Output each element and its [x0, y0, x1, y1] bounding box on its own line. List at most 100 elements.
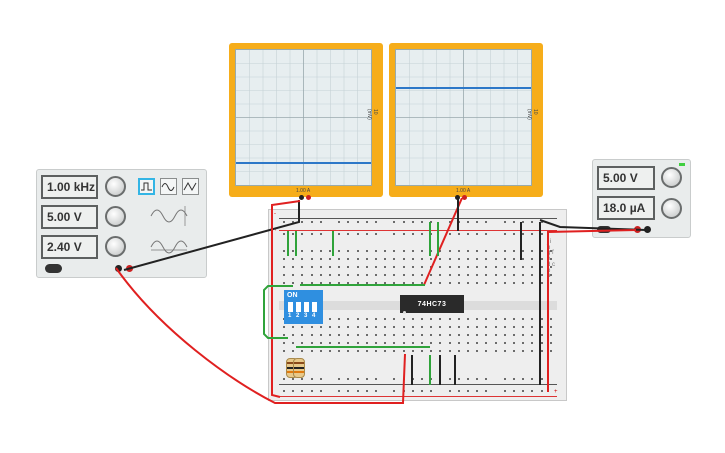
- breadboard-hole[interactable]: [503, 350, 506, 352]
- offset-knob[interactable]: [105, 236, 126, 257]
- breadboard-hole[interactable]: [411, 233, 414, 235]
- breadboard-hole[interactable]: [513, 250, 515, 252]
- breadboard-hole[interactable]: [503, 233, 506, 235]
- breadboard-hole[interactable]: [375, 390, 377, 392]
- breadboard-hole[interactable]: [421, 258, 423, 260]
- breadboard-hole[interactable]: [476, 334, 479, 336]
- breadboard-hole[interactable]: [402, 318, 405, 320]
- breadboard-hole[interactable]: [319, 326, 322, 328]
- breadboard-hole[interactable]: [503, 334, 506, 336]
- breadboard-hole[interactable]: [310, 342, 313, 344]
- breadboard-hole[interactable]: [531, 378, 534, 380]
- breadboard-hole[interactable]: [421, 350, 423, 352]
- breadboard-hole[interactable]: [503, 326, 506, 328]
- breadboard-hole[interactable]: [310, 350, 313, 352]
- breadboard-hole[interactable]: [485, 282, 488, 284]
- breadboard-hole[interactable]: [448, 342, 451, 344]
- breadboard-hole[interactable]: [347, 282, 350, 284]
- breadboard-hole[interactable]: [283, 326, 285, 328]
- breadboard-hole[interactable]: [393, 250, 396, 252]
- dip-switch-2[interactable]: [296, 302, 301, 312]
- breadboard-hole[interactable]: [310, 221, 313, 223]
- breadboard-hole[interactable]: [485, 390, 488, 392]
- breadboard-hole[interactable]: [329, 266, 331, 268]
- breadboard-hole[interactable]: [338, 282, 341, 284]
- breadboard-hole[interactable]: [402, 258, 405, 260]
- breadboard-hole[interactable]: [467, 342, 469, 344]
- breadboard-hole[interactable]: [448, 233, 451, 235]
- breadboard-hole[interactable]: [513, 266, 515, 268]
- breadboard-hole[interactable]: [310, 282, 313, 284]
- breadboard-hole[interactable]: [292, 221, 295, 223]
- breadboard-hole[interactable]: [411, 266, 414, 268]
- breadboard-hole[interactable]: [494, 250, 497, 252]
- breadboard-hole[interactable]: [476, 266, 479, 268]
- breadboard-hole[interactable]: [540, 390, 543, 392]
- breadboard-hole[interactable]: [494, 334, 497, 336]
- breadboard-hole[interactable]: [421, 282, 423, 284]
- breadboard-hole[interactable]: [439, 282, 442, 284]
- breadboard-hole[interactable]: [375, 326, 377, 328]
- breadboard-hole[interactable]: [375, 221, 377, 223]
- breadboard-hole[interactable]: [347, 334, 350, 336]
- breadboard-hole[interactable]: [329, 334, 331, 336]
- breadboard-hole[interactable]: [476, 233, 479, 235]
- breadboard-hole[interactable]: [292, 390, 295, 392]
- breadboard-hole[interactable]: [531, 266, 534, 268]
- breadboard-hole[interactable]: [531, 350, 534, 352]
- breadboard-hole[interactable]: [549, 258, 552, 260]
- breadboard-hole[interactable]: [476, 350, 479, 352]
- breadboard-hole[interactable]: [402, 342, 405, 344]
- breadboard-hole[interactable]: [375, 258, 377, 260]
- breadboard-hole[interactable]: [439, 250, 442, 252]
- breadboard-hole[interactable]: [503, 258, 506, 260]
- breadboard-hole[interactable]: [522, 318, 525, 320]
- wire-red-scope-to-chip[interactable]: [423, 197, 463, 286]
- breadboard-hole[interactable]: [384, 282, 387, 284]
- breadboard-hole[interactable]: [384, 350, 387, 352]
- breadboard-hole[interactable]: [356, 282, 359, 284]
- breadboard-hole[interactable]: [375, 378, 377, 380]
- breadboard-hole[interactable]: [384, 326, 387, 328]
- breadboard-hole[interactable]: [365, 266, 368, 268]
- breadboard-hole[interactable]: [356, 326, 359, 328]
- breadboard-hole[interactable]: [503, 221, 506, 223]
- breadboard-hole[interactable]: [485, 266, 488, 268]
- breadboard-hole[interactable]: [421, 274, 423, 276]
- breadboard-hole[interactable]: [365, 258, 368, 260]
- breadboard-hole[interactable]: [411, 318, 414, 320]
- breadboard-hole[interactable]: [365, 318, 368, 320]
- breadboard-hole[interactable]: [457, 258, 460, 260]
- breadboard-hole[interactable]: [301, 342, 304, 344]
- breadboard-hole[interactable]: [467, 378, 469, 380]
- breadboard-hole[interactable]: [393, 258, 396, 260]
- breadboard-hole[interactable]: [513, 334, 515, 336]
- breadboard-hole[interactable]: [283, 390, 285, 392]
- breadboard-hole[interactable]: [531, 233, 534, 235]
- breadboard-hole[interactable]: [476, 326, 479, 328]
- breadboard-hole[interactable]: [540, 350, 543, 352]
- breadboard-hole[interactable]: [522, 350, 525, 352]
- breadboard-hole[interactable]: [329, 274, 331, 276]
- breadboard-hole[interactable]: [329, 258, 331, 260]
- breadboard-hole[interactable]: [467, 350, 469, 352]
- breadboard-hole[interactable]: [439, 342, 442, 344]
- breadboard-hole[interactable]: [421, 318, 423, 320]
- breadboard-hole[interactable]: [301, 274, 304, 276]
- breadboard-hole[interactable]: [375, 350, 377, 352]
- breadboard-hole[interactable]: [494, 342, 497, 344]
- breadboard-hole[interactable]: [503, 274, 506, 276]
- breadboard-hole[interactable]: [375, 318, 377, 320]
- breadboard-hole[interactable]: [393, 350, 396, 352]
- breadboard-hole[interactable]: [513, 390, 515, 392]
- breadboard-hole[interactable]: [476, 274, 479, 276]
- breadboard-hole[interactable]: [549, 342, 552, 344]
- wire-black-fgen-to-scope[interactable]: [123, 200, 300, 271]
- breadboard-hole[interactable]: [485, 250, 488, 252]
- breadboard-hole[interactable]: [347, 233, 350, 235]
- breadboard-hole[interactable]: [393, 326, 396, 328]
- breadboard-hole[interactable]: [384, 266, 387, 268]
- breadboard-hole[interactable]: [393, 334, 396, 336]
- breadboard-hole[interactable]: [338, 390, 341, 392]
- breadboard-hole[interactable]: [338, 266, 341, 268]
